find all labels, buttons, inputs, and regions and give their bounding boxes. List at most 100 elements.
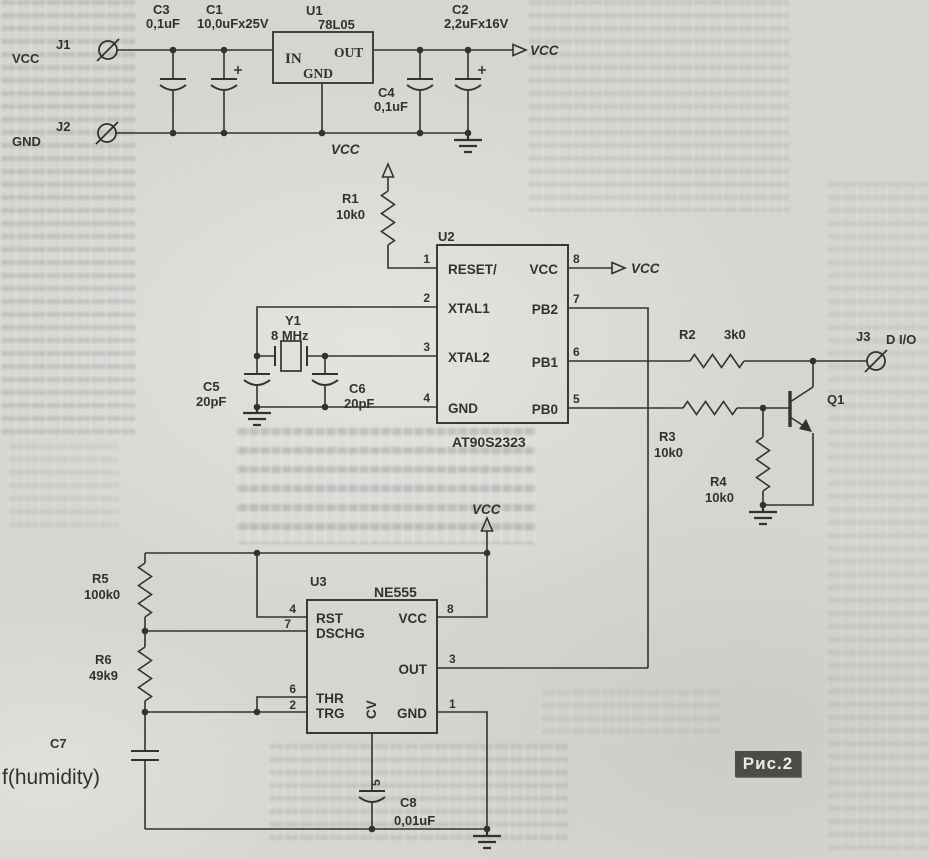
u3-pin-num-4: 4 <box>289 602 296 616</box>
junction-dot <box>464 46 472 54</box>
c1-value: 10,0uFx25V <box>197 16 269 31</box>
junction-dot <box>220 129 228 137</box>
u2-pin-xtal1: XTAL1 <box>448 301 490 316</box>
junction-dot <box>253 352 261 360</box>
junction-dot <box>321 352 329 360</box>
u2-pin-num-3: 3 <box>423 340 430 354</box>
u2-pin-pb1: PB1 <box>532 355 559 370</box>
junction-dot <box>416 46 424 54</box>
junction-dot <box>253 403 261 411</box>
wire <box>256 696 307 712</box>
u3-part: NE555 <box>374 584 417 600</box>
c1-ref: C1 <box>206 2 223 17</box>
c5-value: 20pF <box>196 394 226 409</box>
u3-pin-trg: TRG <box>316 706 345 721</box>
ground-symbol <box>749 505 777 526</box>
r3-value: 10k0 <box>654 445 683 460</box>
r1-ref: R1 <box>342 191 359 206</box>
u1-pin-gnd: GND <box>303 66 333 81</box>
u3-pin-out: OUT <box>399 662 428 677</box>
u1-pin-out: OUT <box>334 45 363 60</box>
cap-c3-icon <box>159 78 187 91</box>
cap-c8-icon <box>358 790 386 803</box>
u2-ref: U2 <box>438 229 455 244</box>
cap-c1-icon <box>210 66 242 91</box>
vcc-arrow-icon <box>611 261 628 275</box>
u3-pin-num-8: 8 <box>447 602 454 616</box>
junction-dot <box>220 46 228 54</box>
vcc-net-label: VCC <box>530 43 559 58</box>
u2-pin-num-5: 5 <box>573 392 580 406</box>
junction-dot <box>464 129 472 137</box>
junction-dot <box>368 825 376 833</box>
labels: VCC J1 GND J2 C3 0,1uF C1 10,0uFx25V U1 … <box>2 2 916 828</box>
j3-ref: J3 <box>856 329 870 344</box>
c2-value: 2,2uFx16V <box>444 16 509 31</box>
r5-ref: R5 <box>92 571 109 586</box>
u3-pin-num-5: 5 <box>369 779 383 786</box>
resistor-r2-zigzag <box>689 353 745 369</box>
ground-symbol <box>454 133 482 154</box>
junction-dot <box>483 549 491 557</box>
connector-j2-icon <box>95 121 119 145</box>
u2-pin-pb0: PB0 <box>532 402 558 417</box>
u2-part: AT90S2323 <box>452 434 526 450</box>
u1-pin-in: IN <box>285 51 302 67</box>
u3-pin-thr: THR <box>316 691 344 706</box>
junction-dot <box>759 404 767 412</box>
r4-value: 10k0 <box>705 490 734 505</box>
vcc-arrow-icon <box>480 515 494 532</box>
transistor-q1-icon <box>788 391 812 432</box>
junction-dot <box>253 708 261 716</box>
u3-ref: U3 <box>310 574 327 589</box>
c8-value: 0,01uF <box>394 813 435 828</box>
c4-value: 0,1uF <box>374 99 408 114</box>
u2-mcu-box <box>436 244 569 424</box>
r2-value: 3k0 <box>724 327 746 342</box>
u1-regulator-box <box>272 31 374 84</box>
resistor-r1-zigzag <box>380 190 396 246</box>
wire <box>256 306 437 356</box>
u2-pin-vcc: VCC <box>529 262 558 277</box>
c3-value: 0,1uF <box>146 16 180 31</box>
u2-pin-gnd: GND <box>448 401 478 416</box>
wire <box>437 553 488 618</box>
u3-pin-num-3: 3 <box>449 652 456 666</box>
u2-pin-num-6: 6 <box>573 345 580 359</box>
c7-ref: C7 <box>50 736 67 751</box>
resistor-r3-zigzag <box>682 400 738 416</box>
figure-number-badge: Рис.2 <box>735 751 801 777</box>
u3-timer-box <box>306 599 438 734</box>
junction-dot <box>759 501 767 509</box>
wire <box>763 433 814 506</box>
r4-ref: R4 <box>710 474 727 489</box>
junction-dots <box>141 46 817 833</box>
q1-ref: Q1 <box>827 392 844 407</box>
wire <box>437 711 488 829</box>
u1-part: 78L05 <box>318 17 355 32</box>
vcc-net-label: VCC <box>631 261 660 276</box>
cap-c4-icon <box>406 78 434 91</box>
connector-j1-icon <box>96 38 120 62</box>
r6-ref: R6 <box>95 652 112 667</box>
emitter-arrow <box>799 419 812 432</box>
y1-ref: Y1 <box>285 313 301 328</box>
plus-sign <box>234 66 242 74</box>
resistor-r4-zigzag <box>755 436 771 492</box>
c5-ref: C5 <box>203 379 220 394</box>
u3-pin-num-2: 2 <box>289 698 296 712</box>
u2-pin-xtal2: XTAL2 <box>448 350 490 365</box>
cap-c7-icon <box>131 750 159 761</box>
wire <box>568 307 649 668</box>
u2-pin-num-8: 8 <box>573 252 580 266</box>
u3-pin-num-1: 1 <box>449 697 456 711</box>
wire <box>256 553 307 618</box>
junction-dot <box>321 403 329 411</box>
resistor-r6-zigzag <box>137 646 153 702</box>
wires <box>116 49 867 830</box>
wire <box>387 245 437 269</box>
u1-ref: U1 <box>306 3 323 18</box>
u2-pin-num-4: 4 <box>423 391 430 405</box>
c6-value: 20pF <box>344 396 374 411</box>
